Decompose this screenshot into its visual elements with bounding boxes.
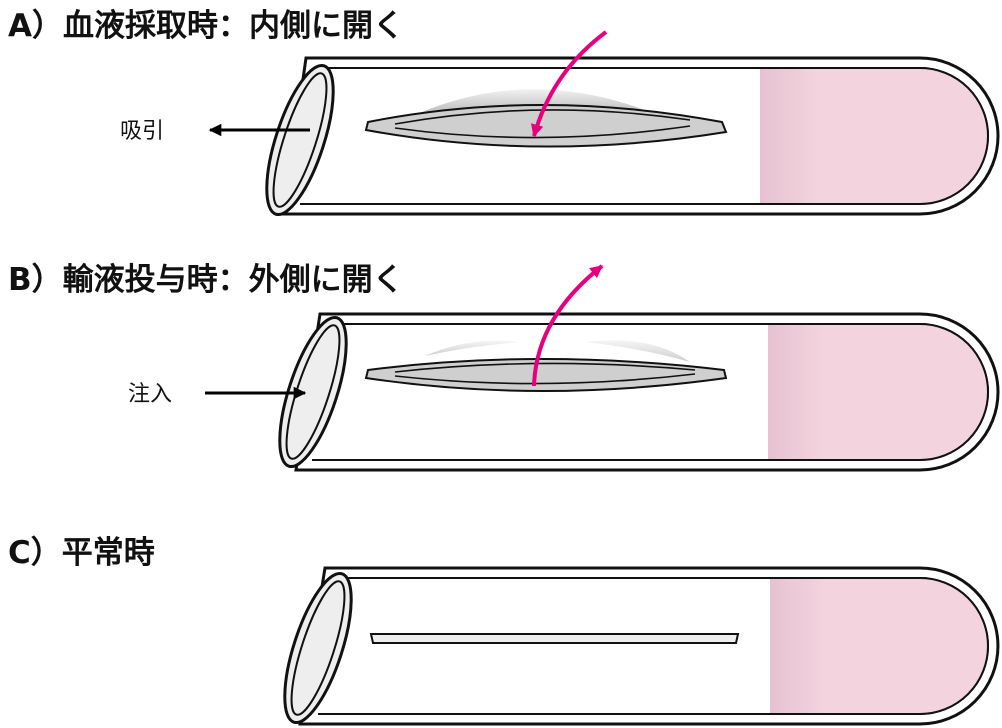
slit-valve-open-outward [364,340,728,392]
valve-upper-flap [394,362,696,373]
tube-opening [265,63,335,217]
panel-title: B）輸液投与時：外側に開く [8,262,404,298]
valve-ghost-flap [585,340,690,362]
catheter-tip [768,324,988,460]
injection-label: 注入 [128,382,172,407]
tube-opening [283,571,353,725]
suction-label: 吸引 [120,119,164,144]
valve-lower-flap [394,125,691,139]
panel-c: C）平常時 [8,535,1000,726]
tube-opening [278,315,348,469]
valve-lower-flap [394,373,696,385]
slit-valve-closed [369,633,740,644]
catheter-tube [278,312,1000,472]
valve-ghost-flap [425,340,520,356]
tube-opening-rim [272,72,328,208]
tube-inner-outline [760,67,989,205]
panel-title: A）血液採取時：内側に開く [8,8,404,44]
tube-inner-outline [768,323,989,461]
tube-opening-rim [290,580,346,716]
panel-b: B）輸液投与時：外側に開く 注入 [8,262,1000,472]
catheter-tube [283,566,1000,726]
panel-title: C）平常時 [8,535,155,571]
panel-a: A）血液採取時：内側に開く 吸引 [8,8,1000,217]
valve-direction-arrow-inward [530,30,608,138]
catheter-tip [760,68,988,204]
valve-direction-arrow-outward [532,264,604,387]
tube-inner-outline [770,577,989,715]
catheter-tip [770,578,988,714]
